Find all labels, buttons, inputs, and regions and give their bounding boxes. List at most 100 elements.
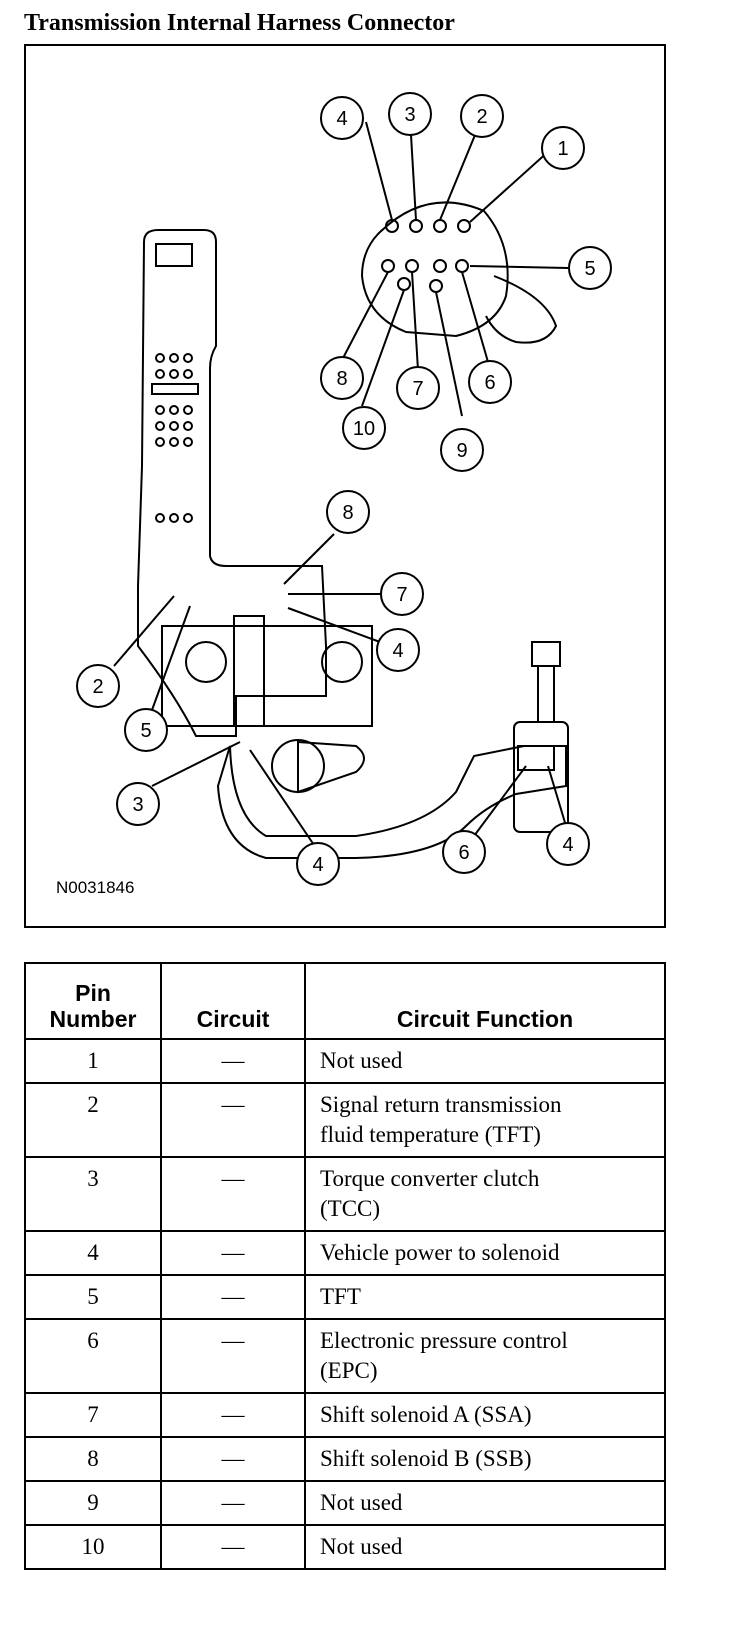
cell-circuit: — (160, 1274, 306, 1320)
cell-pin-number: 10 (24, 1524, 162, 1570)
callout-connector-pin-7: 7 (396, 366, 440, 410)
callout-harness-4b: 4 (296, 842, 340, 886)
cell-circuit-function: Shift solenoid A (SSA) (304, 1392, 666, 1438)
function-line: (TCC) (320, 1196, 381, 1221)
cell-pin-number: 8 (24, 1436, 162, 1482)
table-row: 1—Not used (24, 1038, 666, 1084)
callout-label: 6 (484, 372, 495, 394)
cell-pin-number: 6 (24, 1318, 162, 1394)
page-title: Transmission Internal Harness Connector (24, 10, 455, 36)
cell-circuit: — (160, 1318, 306, 1394)
cell-circuit: — (160, 1082, 306, 1158)
callout-label: 9 (456, 440, 467, 462)
table-row: 4—Vehicle power to solenoid (24, 1230, 666, 1276)
callout-label: 7 (412, 378, 423, 400)
table-row: 9—Not used (24, 1480, 666, 1526)
callout-connector-pin-9: 9 (440, 428, 484, 472)
table-row: 5— TFT (24, 1274, 666, 1320)
callout-connector-pin-5: 5 (568, 246, 612, 290)
callout-label: 10 (353, 418, 375, 440)
callout-label: 6 (458, 842, 469, 864)
harness-diagram: 4 3 2 1 5 8 7 6 (24, 44, 666, 928)
cell-pin-number: 4 (24, 1230, 162, 1276)
table-row: 8— Shift solenoid B (SSB) (24, 1436, 666, 1482)
function-line: Electronic pressure control (320, 1328, 568, 1353)
cell-circuit-function: Torque converter clutch (TCC) (304, 1156, 666, 1232)
callout-label: 3 (404, 104, 415, 126)
callout-connector-pin-1: 1 (541, 126, 585, 170)
callout-label: 4 (312, 854, 323, 876)
callout-label: 3 (132, 794, 143, 816)
callout-label: 4 (562, 834, 573, 856)
cell-pin-number: 1 (24, 1038, 162, 1084)
cell-circuit: — (160, 1436, 306, 1482)
solenoid-right (321, 641, 363, 683)
callout-connector-pin-6: 6 (468, 360, 512, 404)
lower-harness (216, 745, 567, 859)
cell-circuit: — (160, 1480, 306, 1526)
function-line: Shift solenoid B (SSB) (320, 1446, 532, 1471)
callout-label: 8 (336, 368, 347, 390)
function-line: Shift solenoid A (SSA) (320, 1402, 532, 1427)
cell-pin-number: 5 (24, 1274, 162, 1320)
pin-table: Pin Number Circuit Circuit Function 1—No… (24, 962, 666, 1570)
cell-circuit-function: TFT (304, 1274, 666, 1320)
callout-connector-pin-3: 3 (388, 92, 432, 136)
cell-circuit-function: Not used (304, 1038, 666, 1084)
function-line: Torque converter clutch (320, 1166, 540, 1191)
table-header-row: Pin Number Circuit Circuit Function (24, 962, 666, 1040)
right-solenoid (513, 721, 569, 833)
cell-circuit: — (160, 1524, 306, 1570)
callout-label: 7 (396, 584, 407, 606)
harness-drawing: 4 3 2 1 5 8 7 6 (76, 92, 612, 886)
cell-circuit: — (160, 1392, 306, 1438)
figure-id: N0031846 (56, 878, 135, 897)
header-pin-number: Pin Number (24, 962, 162, 1040)
connector-pins (381, 219, 471, 293)
callout-harness-4a: 4 (376, 628, 420, 672)
function-line: Not used (320, 1490, 403, 1515)
header-pin-line1: Pin (75, 980, 111, 1006)
table-row: 6—Electronic pressure control(EPC) (24, 1318, 666, 1394)
solenoid-left (185, 641, 227, 683)
callout-connector-pin-10: 10 (342, 406, 386, 450)
callout-label: 5 (584, 258, 595, 280)
header-circuit-function: Circuit Function (304, 962, 666, 1040)
callout-label: 2 (92, 676, 103, 698)
cell-circuit: — (160, 1038, 306, 1084)
header-pin-line2: Number (49, 1006, 137, 1032)
callout-label: 4 (392, 640, 403, 662)
cell-circuit-function: Shift solenoid B (SSB) (304, 1436, 666, 1482)
table-row: 3— Torque converter clutch (TCC) (24, 1156, 666, 1232)
callout-label: 5 (140, 720, 151, 742)
callout-label: 4 (336, 108, 347, 130)
callout-harness-8: 8 (326, 490, 370, 534)
table-row: 10— Not used (24, 1524, 666, 1570)
function-line: Vehicle power to solenoid (320, 1240, 560, 1265)
solenoid-stem (537, 665, 555, 722)
callout-harness-6: 6 (442, 830, 486, 874)
lever-arm (297, 740, 365, 794)
function-line: TFT (320, 1284, 361, 1309)
harness-strip (137, 229, 327, 737)
solenoid-block (161, 625, 373, 727)
callout-connector-pin-2: 2 (460, 94, 504, 138)
cell-pin-number: 2 (24, 1082, 162, 1158)
callout-connector-pin-4: 4 (320, 96, 364, 140)
cell-circuit-function: Not used (304, 1480, 666, 1526)
function-line: Not used (320, 1534, 403, 1559)
callout-harness-7: 7 (380, 572, 424, 616)
callout-connector-pin-8: 8 (320, 356, 364, 400)
cell-pin-number: 7 (24, 1392, 162, 1438)
callout-harness-5: 5 (124, 708, 168, 752)
callout-label: 8 (342, 502, 353, 524)
cell-pin-number: 3 (24, 1156, 162, 1232)
header-circuit: Circuit (160, 962, 306, 1040)
cell-circuit: — (160, 1156, 306, 1232)
callout-harness-4c: 4 (546, 822, 590, 866)
cell-circuit-function: Electronic pressure control(EPC) (304, 1318, 666, 1394)
strip-holes (151, 243, 199, 523)
